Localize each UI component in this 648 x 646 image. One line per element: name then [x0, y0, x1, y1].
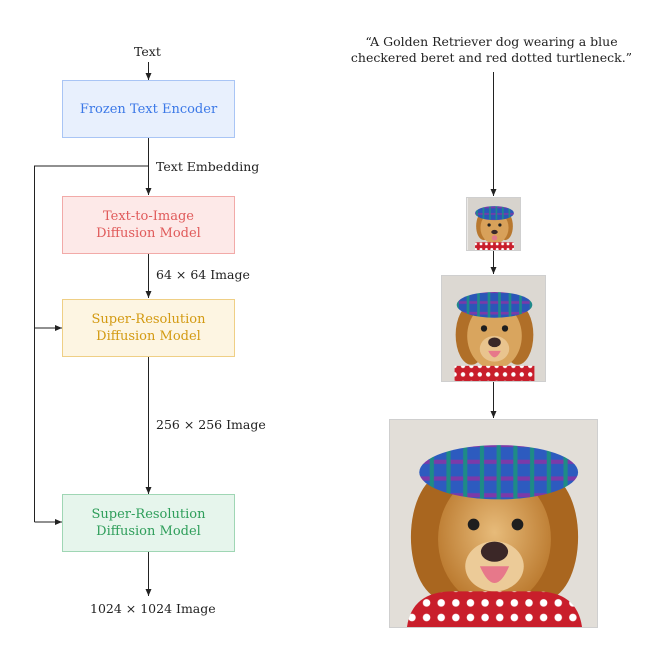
stage3-line2: Diffusion Model [96, 524, 201, 539]
dog-illustration-small [467, 198, 520, 250]
stage1-line2: Diffusion Model [96, 226, 201, 241]
embedding-skip-line [34, 165, 149, 522]
stage3-line1: Super-Resolution [91, 507, 206, 522]
edge-64-label: 64 × 64 Image [156, 267, 250, 282]
dog-image-1024 [389, 419, 598, 628]
input-text-label: Text [134, 44, 161, 59]
prompt-text: “A Golden Retriever dog wearing a blue c… [335, 34, 648, 66]
dog-image-64 [466, 197, 521, 251]
super-resolution-box-2: Super-Resolution Diffusion Model [62, 494, 235, 552]
dog-illustration-medium [442, 276, 545, 381]
stage1-line1: Text-to-Image [103, 209, 194, 224]
dog-illustration-large [390, 420, 597, 627]
encoder-label: Frozen Text Encoder [79, 101, 218, 117]
dog-image-256 [441, 275, 546, 382]
prompt-line-2: checkered beret and red dotted turtlenec… [350, 50, 633, 65]
prompt-line-1: “A Golden Retriever dog wearing a blue [365, 34, 618, 49]
stage2-line1: Super-Resolution [91, 312, 206, 327]
edge-256-label: 256 × 256 Image [156, 417, 266, 432]
frozen-text-encoder-box: Frozen Text Encoder [62, 80, 235, 138]
text-embedding-label: Text Embedding [156, 159, 260, 174]
super-resolution-box-1: Super-Resolution Diffusion Model [62, 299, 235, 357]
text-to-image-diffusion-box: Text-to-Image Diffusion Model [62, 196, 235, 254]
stage2-line2: Diffusion Model [96, 329, 201, 344]
output-image-label: 1024 × 1024 Image [90, 601, 216, 616]
